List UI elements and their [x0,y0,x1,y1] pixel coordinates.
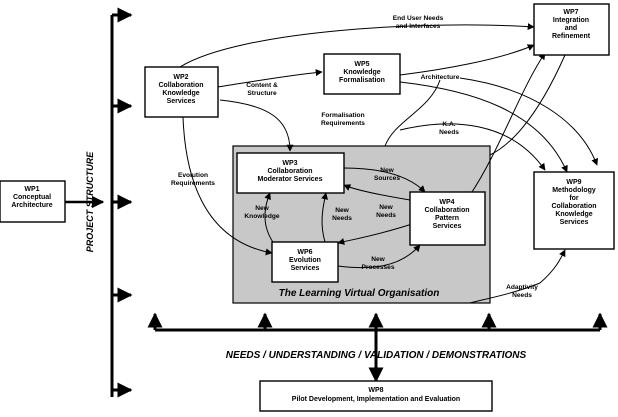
wp4-box [409,191,486,246]
arrow-ka-needs [399,123,546,171]
label-evolution-req: Evolution [178,172,208,179]
arrow-wp5-wp9-b [459,77,599,166]
label-new-needs-2: New [335,207,349,214]
needs-axis-label: NEEDS / UNDERSTANDING / VALIDATION / DEM… [226,350,527,361]
arrow-wp4-wp6 [337,221,419,245]
wp2-text-line: Collaboration [158,82,203,89]
wp2-text-line: Services [167,98,196,105]
label-new-needs-1: Needs [376,212,396,219]
label-new-knowledge-1: Knowledge [244,213,280,220]
wp1-box [0,180,66,223]
label-evolution-req: Requirements [171,180,215,187]
wp7-text-line: and [565,25,577,32]
label-architecture: Architecture [421,74,460,81]
arrow-adaptivity [469,282,541,304]
wp7-box [533,3,610,56]
box-texts: WP1ConceptualArchitectureWP2Collaboratio… [11,9,596,403]
arrow-wp4-wp7 [469,52,546,196]
wp8-text-line: Pilot Development, Implementation and Ev… [292,396,460,403]
wp7-text-line: WP7 [563,9,578,16]
learning-organisation-label: The Learning Virtual Organisation [279,288,440,299]
wp3-text-line: WP3 [282,160,297,167]
label-new-needs-1: New [379,204,393,211]
wp9-text-line: WP9 [566,179,581,186]
needs-spine [147,312,608,383]
label-ka-needs: Needs [439,129,459,136]
label-new-processes: New [371,256,385,263]
label-formalisation-req: Requirements [321,120,365,127]
wp9-text-line: Knowledge [555,211,592,218]
project-structure-spine [110,7,133,398]
label-end-user: and Interfaces [396,23,441,30]
wp2-text-line: Knowledge [162,90,199,97]
label-new-processes: Processes [362,264,395,271]
label-adaptivity: Adaptivity [506,284,538,291]
wp4-text-line: Services [433,223,462,230]
wp1-text-line: WP1 [24,186,39,193]
arrow-architecture-region [384,79,441,147]
wp2-text-line: WP2 [173,74,188,81]
wp7-text-line: Refinement [552,33,591,40]
label-content: Content & [246,82,278,89]
wp4-text-line: Collaboration [424,207,469,214]
arrow-evolution [182,116,273,256]
label-ka-needs: K.A. [442,121,455,128]
wp5-text-line: WP5 [354,61,369,68]
work-package-boxes [0,3,615,412]
label-new-sources: New [380,167,394,174]
wp4-text-line: Pattern [435,215,459,222]
wp5-text-line: Formalisation [339,77,385,84]
arrow-new-needs-2 [321,192,328,243]
wp7-text-line: Integration [553,17,589,24]
wp3-box [236,152,345,194]
wp9-text-line: for [569,195,579,202]
label-formalisation-req: Formalisation [321,112,364,119]
wp5-box [323,53,401,95]
label-end-user: End User Needs [393,15,444,22]
arrow-content-structure [217,69,323,88]
wp4-text-line: WP4 [439,199,454,206]
wp9-text-line: Methodology [552,187,596,194]
wp3-text-line: Moderator Services [258,176,323,183]
label-new-knowledge-1: New [255,205,269,212]
arrow-new-processes [337,244,421,269]
wp8-box [259,380,493,412]
wp3-text-line: Collaboration [267,168,312,175]
label-new-sources: Sources [374,175,400,182]
wp2-box [144,66,219,118]
arrow-new-sources [343,167,426,193]
wp8-text-line: WP8 [368,387,383,394]
arrow-adaptivity-wp9 [539,249,566,284]
wp9-text-line: Collaboration [551,203,596,210]
arrow-formalisation [219,99,294,152]
arrow-architecture-wp7 [399,44,535,76]
label-content: Structure [247,90,277,97]
wp9-box [533,171,615,250]
wp5-text-line: Knowledge [343,69,380,76]
arrow-wp5-wp9-a [399,81,568,173]
arrow-wp7-region [489,54,566,156]
wp6-box [271,241,339,283]
label-new-needs-2: Needs [332,215,352,222]
arrow-end-user-needs [179,23,535,68]
flow-arrows [179,23,599,304]
wp6-text-line: Services [291,265,320,272]
arrow-new-knowledge [264,192,276,246]
wp9-text-line: Services [560,219,589,226]
wp1-text-line: Architecture [11,202,52,209]
wp6-text-line: Evolution [289,257,321,264]
arrow-new-needs-1 [343,184,411,201]
wp1-text-line: Conceptual [13,194,51,201]
label-adaptivity: Needs [512,292,532,299]
wp6-text-line: WP6 [297,249,312,256]
